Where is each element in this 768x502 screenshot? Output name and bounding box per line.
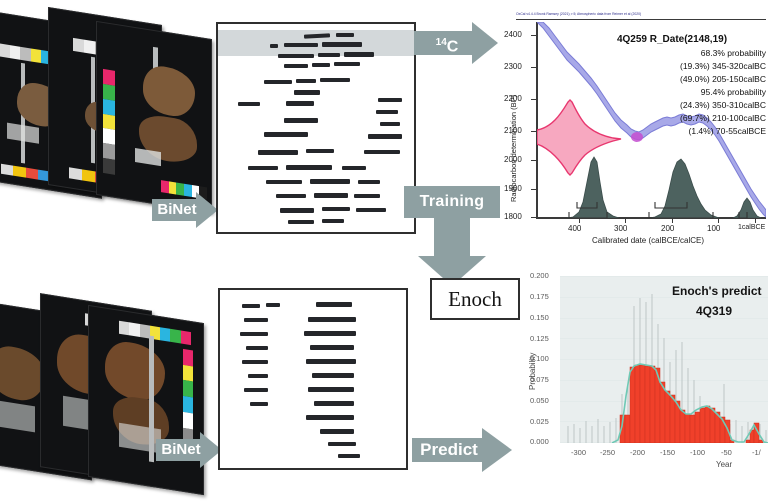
oxcal-range: (49.0%) 205-150calBC — [680, 74, 766, 84]
x-tick-label: -150 — [660, 448, 676, 457]
binarized-manuscript-panel-bottom — [218, 288, 408, 470]
arrow-shaft — [412, 438, 484, 462]
y-tick-label: 2400 — [504, 30, 522, 39]
x-tick-label: 300 — [614, 224, 628, 233]
y-tick-label: 1900 — [504, 184, 522, 193]
probability-range-brackets — [568, 202, 748, 218]
x-tick-label: -200 — [630, 448, 646, 457]
oxcal-range: (19.3%) 345-320calBC — [680, 61, 766, 71]
arrow-shaft — [152, 199, 198, 221]
oxcal-range: 68.3% probability — [700, 48, 766, 58]
oxcal-sample-title: 4Q259 R_Date(2148,19) — [616, 34, 728, 45]
enoch-model-box: Enoch — [430, 278, 520, 320]
arrow-shaft — [156, 439, 202, 461]
fragment-highlight — [0, 400, 35, 433]
arrow-head — [200, 432, 222, 468]
oxcal-plot-svg — [537, 22, 766, 218]
arrow-head — [482, 428, 512, 472]
training-label: Training — [419, 193, 485, 210]
x-tick-label: -300 — [571, 448, 587, 457]
oxcal-range: (69.7%) 210-100calBC — [680, 113, 766, 123]
y-tick-label: 2200 — [504, 94, 522, 103]
enoch-prediction-chart: 0.200 0.175 0.150 0.125 0.100 0.075 0.05… — [520, 262, 768, 502]
predict-arrow: Predict — [412, 428, 516, 472]
arrow-head — [472, 22, 498, 64]
training-arrow: Training — [404, 186, 504, 294]
prediction-histogram-bars — [619, 364, 764, 443]
c14-superscript: 14 — [435, 37, 447, 48]
fragment-highlight — [135, 147, 161, 167]
oxcal-header: OxCal v4.4.4 Bronk Ramsey (2021); r:5; A… — [516, 12, 642, 16]
scroll-fragment — [0, 343, 45, 404]
manuscript-photo-stack-top — [0, 6, 212, 214]
y-tick-label: 0.150 — [530, 312, 549, 322]
prediction-plot-svg — [567, 294, 768, 443]
y-axis-title: Probability — [528, 352, 537, 390]
y-tick-label: 2100 — [504, 126, 522, 135]
y-axis — [536, 22, 538, 218]
binet-arrow-bottom: BiNet — [156, 432, 222, 468]
y-tick-label: 0.100 — [530, 354, 549, 364]
y-tick-label: 0.050 — [530, 395, 549, 405]
x-tick-label: 1calBCE — [738, 224, 766, 231]
y-tick-label: 1800 — [504, 212, 522, 221]
training-label-box: Training — [404, 186, 500, 218]
scroll-fragment — [143, 63, 195, 120]
binet-label-bottom: BiNet — [161, 441, 201, 458]
x-tick-label: 200 — [661, 224, 675, 233]
oxcal-range: 95.4% probability — [700, 87, 766, 97]
c14-element: C — [446, 38, 459, 56]
c14-arrow: 14C — [414, 22, 500, 64]
oxcal-range: (1.4%) 70-55calBCE — [688, 126, 766, 136]
scale-ruler — [149, 335, 154, 463]
oxcal-calibration-chart: OxCal v4.4.4 Bronk Ramsey (2021); r:5; A… — [500, 10, 768, 250]
oxcal-header-rule — [516, 19, 766, 20]
y-axis-title: Radiocarbon determination (BP) — [509, 94, 518, 202]
x-axis-title: Year — [716, 460, 733, 469]
y-tick-label: 0.000 — [530, 437, 549, 446]
y-tick-label: 0.175 — [530, 292, 549, 301]
y-tick-label: 2000 — [504, 155, 522, 164]
x-tick-label: -1/ — [752, 448, 761, 457]
binet-arrow-top: BiNet — [152, 192, 218, 228]
y-tick-label: 0.025 — [530, 416, 549, 426]
fragment-highlight — [7, 122, 39, 144]
y-tick-label: 0.200 — [530, 271, 549, 280]
prediction-density-curve — [611, 363, 768, 443]
x-tick-label: 400 — [568, 224, 582, 233]
curve-intersection-marker — [631, 132, 643, 142]
c14-label: 14C — [420, 34, 474, 56]
y-tick-label: 0.125 — [530, 333, 549, 343]
arrow-shaft — [414, 31, 474, 55]
arrow-shaft — [434, 216, 470, 258]
y-tick-label: 2300 — [504, 62, 522, 71]
x-tick-label: -250 — [600, 448, 616, 457]
enoch-label: Enoch — [448, 286, 502, 311]
y-tick-label: 0.075 — [530, 375, 549, 384]
x-tick-label: 100 — [707, 224, 721, 233]
predict-label: Predict — [420, 440, 478, 459]
posterior-distribution — [566, 156, 620, 218]
x-tick-label: -50 — [721, 448, 732, 457]
prediction-annotation-line2: 4Q319 — [696, 304, 733, 318]
binet-label-top: BiNet — [157, 201, 197, 218]
oxcal-range: (24.3%) 350-310calBC — [680, 100, 766, 110]
scroll-fragment — [105, 338, 165, 405]
prediction-annotation-line1: Enoch's predict — [672, 284, 762, 298]
posterior-distribution — [648, 158, 720, 218]
binarized-manuscript-panel-top — [216, 22, 416, 234]
color-calibration-strip-vertical — [103, 68, 115, 175]
x-tick-label: -100 — [690, 448, 706, 457]
arrow-head — [196, 192, 218, 228]
manuscript-photo-front — [96, 20, 212, 214]
x-axis-title: Calibrated date (calBCE/calCE) — [592, 236, 705, 245]
likelihood-distribution — [537, 99, 622, 176]
